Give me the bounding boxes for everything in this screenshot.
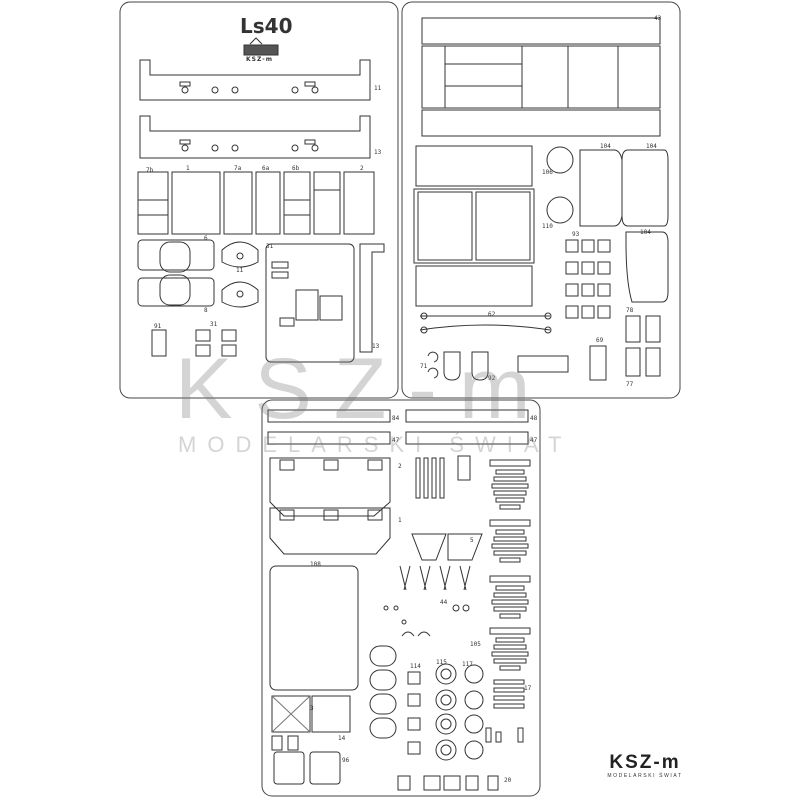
brand-logo: KSZ-m	[609, 752, 681, 773]
small-panels-78-77	[625, 315, 661, 377]
window-pair-3	[271, 695, 351, 733]
svg-text:69: 69	[596, 337, 604, 344]
bucket-parts-92	[443, 351, 489, 381]
part-69	[589, 345, 607, 381]
part-55	[517, 355, 569, 373]
svg-text:20: 20	[504, 777, 512, 784]
svg-text:92: 92	[488, 375, 496, 382]
cab-panel-1	[269, 507, 391, 555]
svg-text:106: 106	[542, 169, 553, 176]
svg-text:43: 43	[654, 15, 662, 22]
svg-text:44: 44	[440, 599, 448, 606]
svg-text:1: 1	[186, 165, 190, 172]
part-6-8-group	[137, 239, 259, 308]
small-rounds-105	[383, 604, 470, 637]
svg-text:5: 5	[470, 537, 474, 544]
square-parts-114	[407, 671, 421, 755]
svg-text:17: 17	[524, 685, 532, 692]
svg-text:114: 114	[410, 663, 421, 670]
svg-text:7b: 7b	[146, 167, 154, 174]
brand-subtitle: MODELARSKI ŚWIAT	[607, 773, 683, 779]
ladders-46	[415, 455, 471, 499]
svg-text:91: 91	[154, 323, 162, 330]
svg-text:31: 31	[210, 321, 218, 328]
svg-text:31: 31	[266, 243, 274, 250]
sheet-2-frame	[401, 1, 681, 399]
part-13-bracket	[359, 243, 385, 353]
svg-text:3: 3	[310, 705, 314, 712]
svg-text:47: 47	[392, 437, 400, 444]
svg-text:48: 48	[530, 415, 538, 422]
svg-text:77: 77	[626, 381, 634, 388]
bottom-left-windows	[271, 735, 341, 785]
svg-text:1: 1	[398, 517, 402, 524]
svg-text:11: 11	[236, 267, 244, 274]
svg-text:104: 104	[600, 143, 611, 150]
svg-text:96: 96	[342, 757, 350, 764]
sheet-3-frame	[261, 399, 541, 797]
svg-text:84: 84	[392, 415, 400, 422]
svg-text:13: 13	[374, 149, 382, 156]
svg-text:2: 2	[398, 463, 402, 470]
strips-84-47	[267, 409, 529, 445]
svg-text:93: 93	[572, 231, 580, 238]
svg-text:62: 62	[488, 311, 496, 318]
stack-parts-17	[493, 679, 525, 709]
floor-part-43	[421, 17, 661, 137]
hinge-grid-93	[565, 239, 611, 319]
svg-text:6: 6	[204, 235, 208, 242]
rail-part-11	[139, 59, 371, 101]
door-parts-104	[579, 149, 669, 303]
sheet-1-maker: KSZ-m	[246, 56, 273, 63]
clips-44	[399, 565, 471, 591]
hook-parts-71	[427, 351, 439, 379]
svg-text:105: 105	[470, 641, 481, 648]
oval-parts-96	[369, 645, 397, 739]
svg-text:104: 104	[640, 229, 651, 236]
svg-text:11: 11	[374, 85, 382, 92]
svg-text:7a: 7a	[234, 165, 242, 172]
svg-text:110: 110	[542, 223, 553, 230]
cab-panel-2	[269, 457, 391, 517]
wheel-rings-115-116	[435, 663, 484, 761]
svg-text:108: 108	[310, 561, 321, 568]
sheet-1-maker-logo	[243, 37, 279, 56]
svg-text:13: 13	[372, 343, 380, 350]
sheet-1-frame	[119, 1, 399, 399]
svg-text:104: 104	[646, 143, 657, 150]
triangle-parts-5	[411, 533, 483, 561]
svg-text:47: 47	[530, 437, 538, 444]
part-31-large	[265, 243, 355, 363]
round-parts-106-110	[546, 146, 574, 224]
svg-text:6b: 6b	[292, 165, 300, 172]
small-fittings-20	[485, 727, 524, 743]
sheet-1-title: Ls40	[240, 14, 293, 38]
strut-parts-62	[419, 312, 552, 334]
sheet-2-side-panels	[413, 145, 535, 307]
rail-part-13	[139, 115, 371, 159]
part-91	[151, 329, 167, 357]
svg-text:2: 2	[360, 165, 364, 172]
svg-text:117: 117	[462, 661, 473, 668]
svg-text:115: 115	[436, 659, 447, 666]
svg-text:8: 8	[204, 307, 208, 314]
panel-row-sheet-1	[137, 171, 375, 235]
large-panel-108	[269, 565, 359, 691]
part-94-squares	[195, 329, 237, 357]
svg-text:78: 78	[626, 307, 634, 314]
svg-text:14: 14	[338, 735, 346, 742]
bottom-row-boxes	[397, 775, 499, 791]
brand-logo-block: KSZ-m MODELARSKI ŚWIAT	[600, 752, 690, 779]
stepped-cones-18	[489, 459, 531, 671]
svg-text:71: 71	[420, 363, 428, 370]
svg-text:6a: 6a	[262, 165, 270, 172]
